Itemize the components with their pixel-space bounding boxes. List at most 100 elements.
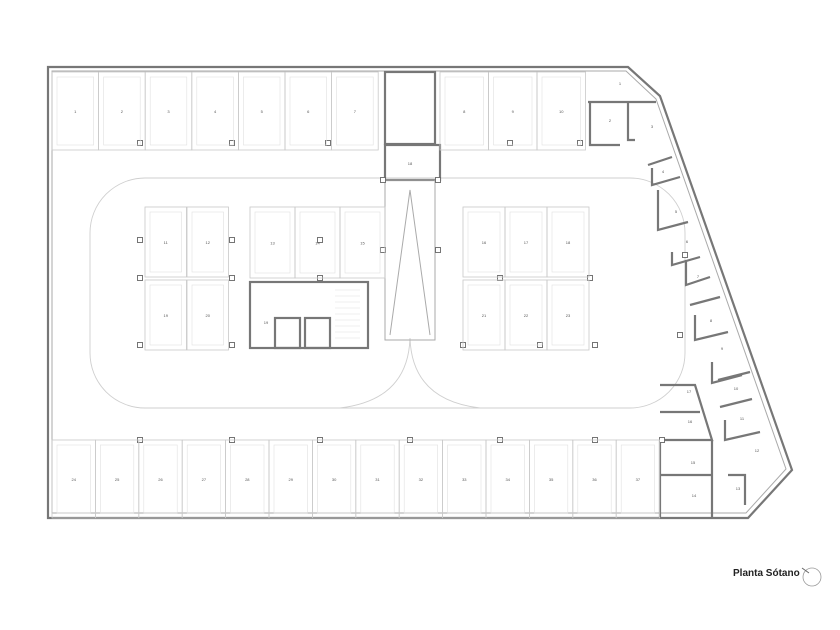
structural-columns bbox=[137, 140, 688, 443]
room-18 bbox=[383, 143, 442, 182]
parking-space-outline bbox=[186, 444, 221, 514]
storage-room-number: 1 bbox=[619, 81, 622, 86]
column bbox=[435, 177, 441, 183]
parking-space-outline bbox=[577, 444, 612, 514]
parking-space-outline bbox=[509, 284, 543, 346]
parking-space-outline bbox=[149, 76, 188, 146]
storage-room-number: 17 bbox=[687, 389, 692, 394]
parking-space-outline bbox=[243, 76, 281, 146]
parking-space-number: 13 bbox=[270, 241, 275, 246]
parking-bays bbox=[51, 71, 661, 519]
column bbox=[325, 140, 331, 146]
parking-space-outline bbox=[551, 211, 585, 273]
parking-space-outline bbox=[143, 444, 178, 514]
parking-space-outline bbox=[230, 444, 265, 514]
parking-space-number: 28 bbox=[245, 477, 250, 482]
storage-room-number: 9 bbox=[721, 346, 724, 351]
column bbox=[682, 252, 688, 258]
storage-room-number: 8 bbox=[710, 318, 713, 323]
parking-space-number: 10 bbox=[559, 109, 564, 114]
storage-room-number: 10 bbox=[734, 386, 739, 391]
column bbox=[229, 140, 235, 146]
parking-space bbox=[615, 439, 661, 519]
parking-space-number: 32 bbox=[419, 477, 424, 482]
parking-space-number: 18 bbox=[566, 240, 571, 245]
parking-space-number: 6 bbox=[307, 109, 310, 114]
storage-room-number: 7 bbox=[697, 274, 700, 279]
lane-divider bbox=[339, 337, 481, 409]
parking-space-outline bbox=[273, 444, 308, 514]
parking-space-outline bbox=[534, 444, 569, 514]
storage-room-number: 2 bbox=[609, 118, 612, 123]
parking-space-number: 5 bbox=[261, 109, 264, 114]
parking-space bbox=[339, 206, 386, 279]
parking-space-outline bbox=[56, 444, 91, 514]
parking-space-number: 2 bbox=[121, 109, 124, 114]
parking-space-number: 21 bbox=[482, 313, 487, 318]
parking-space-number: 24 bbox=[71, 477, 76, 482]
plan-title: Planta Sótano bbox=[733, 568, 800, 579]
parking-space-outline bbox=[490, 444, 525, 514]
parking-space-outline bbox=[336, 76, 374, 146]
column bbox=[229, 342, 235, 348]
parking-space-outline bbox=[56, 76, 94, 146]
parking-space-outline bbox=[444, 76, 484, 146]
parking-space-number: 27 bbox=[202, 477, 207, 482]
parking-space-number: 26 bbox=[158, 477, 163, 482]
parking-space-outline bbox=[493, 76, 533, 146]
storage-room-number: 16 bbox=[688, 419, 693, 424]
column bbox=[229, 275, 235, 281]
column bbox=[497, 275, 503, 281]
parking-space-outline bbox=[191, 211, 224, 273]
parking-space-number: 30 bbox=[332, 477, 337, 482]
storage-room-number: 14 bbox=[692, 493, 697, 498]
parking-space bbox=[546, 279, 590, 351]
parking-space-outline bbox=[196, 76, 234, 146]
parking-space-number: 31 bbox=[375, 477, 380, 482]
parking-space-number: 37 bbox=[636, 477, 641, 482]
storage-room-number: 12 bbox=[755, 448, 760, 453]
parking-space-outline bbox=[191, 284, 224, 346]
parking-space-outline bbox=[149, 211, 182, 273]
parking-space-number: 19 bbox=[164, 313, 169, 318]
parking-space bbox=[186, 206, 229, 278]
room-number: 18 bbox=[408, 161, 413, 166]
storage-room-number: 6 bbox=[686, 239, 689, 244]
parking-space-outline bbox=[447, 444, 482, 514]
column bbox=[380, 247, 386, 253]
room-number: 19 bbox=[264, 320, 269, 325]
stairs bbox=[335, 289, 360, 339]
driving-lane bbox=[89, 177, 686, 409]
parking-space-outline bbox=[541, 76, 581, 146]
parking-space-outline bbox=[467, 211, 501, 273]
column bbox=[380, 177, 386, 183]
column bbox=[317, 237, 323, 243]
column bbox=[577, 140, 583, 146]
parking-space-outline bbox=[620, 444, 655, 514]
parking-space-number: 9 bbox=[512, 109, 515, 114]
parking-space-number: 4 bbox=[214, 109, 217, 114]
parking-space-number: 7 bbox=[354, 109, 357, 114]
storage-room-number: 4 bbox=[662, 169, 665, 174]
storage-room-number: 3 bbox=[651, 124, 654, 129]
parking-space-number: 33 bbox=[462, 477, 467, 482]
column bbox=[507, 140, 513, 146]
parking-space-number: 8 bbox=[463, 109, 466, 114]
parking-space-outline bbox=[360, 444, 395, 514]
storage-room-number: 15 bbox=[691, 460, 696, 465]
parking-space-number: 1 bbox=[74, 109, 77, 114]
parking-space bbox=[144, 206, 187, 278]
storage-walls bbox=[588, 100, 761, 518]
column bbox=[587, 275, 593, 281]
column bbox=[677, 332, 683, 338]
parking-space-outline bbox=[100, 444, 135, 514]
parking-space-number: 20 bbox=[206, 313, 211, 318]
column bbox=[137, 342, 143, 348]
parking-space-outline bbox=[467, 284, 501, 346]
column bbox=[659, 437, 665, 443]
parking-space-outline bbox=[254, 211, 291, 274]
column bbox=[229, 237, 235, 243]
inner-wall bbox=[51, 70, 787, 514]
outer-wall bbox=[46, 65, 794, 520]
